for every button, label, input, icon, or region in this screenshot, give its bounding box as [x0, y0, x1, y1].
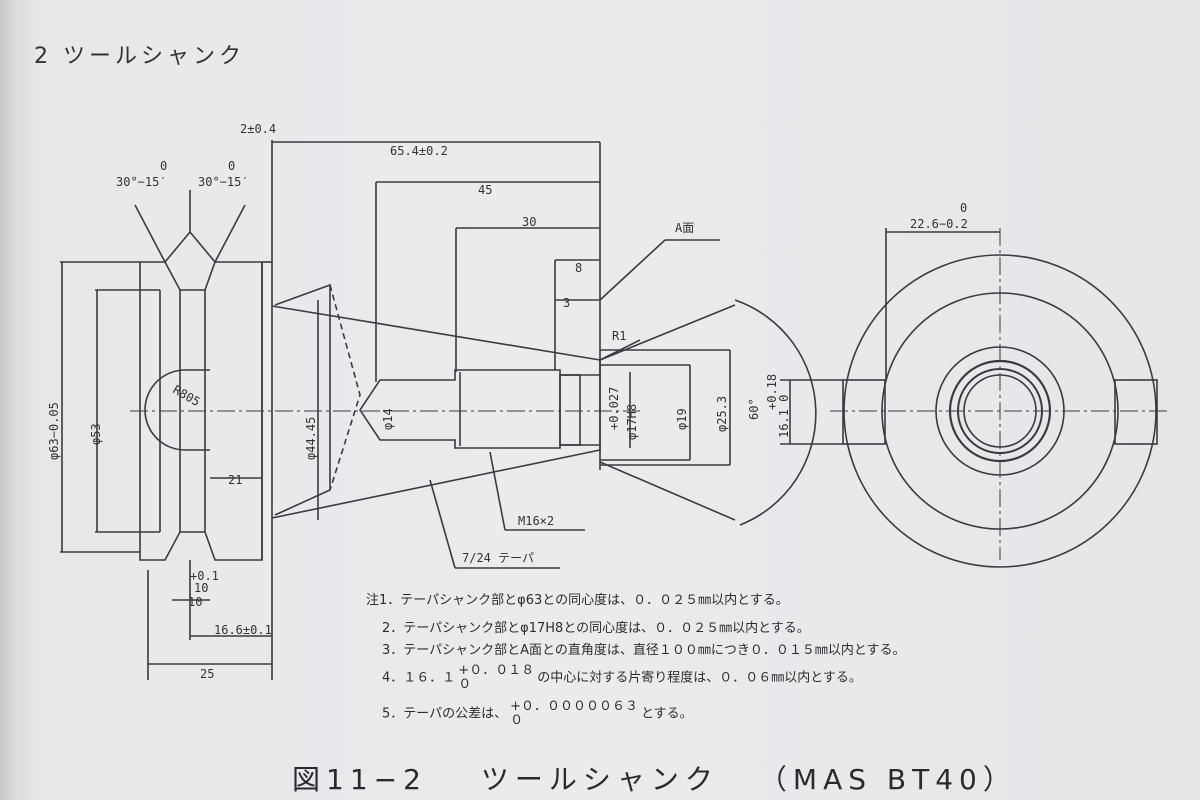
dim-21: 21 — [228, 473, 242, 487]
dim-10b: 10 — [188, 595, 202, 609]
angle-tol-left: 0 — [160, 159, 167, 173]
dim-r805: R805 — [171, 382, 203, 409]
figure-name: ツールシャンク — [480, 763, 719, 796]
r805-arc — [144, 369, 210, 451]
dim-01: +0.1 — [190, 569, 219, 583]
note-1: 注1．テーパシャンク部とφ63との同心度は、０．０２５㎜以内とする。 — [366, 593, 789, 608]
dim-22-6: 22.6−0.2 — [910, 217, 968, 231]
dim-65-4: 65.4±0.2 — [390, 144, 448, 158]
dim-16-1: 16.1 0 — [777, 395, 791, 438]
dim-45: 45 — [478, 183, 492, 197]
dim-8: 8 — [575, 261, 582, 275]
dim-phi-19: φ19 — [675, 408, 689, 430]
dim-10: 10 — [194, 581, 208, 595]
pull-stud-bore — [359, 369, 561, 449]
note-2: 2．テーパシャンク部とφ17H8との同心度は、０．０２５㎜以内とする。 — [382, 621, 810, 636]
label-a-face: A面 — [675, 221, 694, 235]
dim-25: 25 — [200, 667, 214, 681]
taper-outline — [271, 305, 601, 519]
dim-22-6-tol: 0 — [960, 201, 967, 215]
dim-phi-44: φ44.45 — [304, 417, 318, 460]
dim-r1: R1 — [612, 329, 626, 343]
dim-3: 3 — [563, 296, 570, 310]
figure-number: 図11−2 — [292, 763, 427, 796]
dim-30: 30 — [522, 215, 536, 229]
dim-phi-63: φ63−0.05 — [47, 402, 61, 460]
figure-caption: 図11−2 ツールシャンク （MAS BT40） — [292, 758, 1017, 798]
dim-phi-17h8: φ17H8 — [625, 404, 639, 440]
bore-outline — [274, 283, 331, 516]
dim-60deg: 60° — [747, 398, 761, 420]
section-title: 2 ツールシャンク — [34, 44, 245, 69]
label-taper: 7/24 テーパ — [462, 551, 534, 565]
dim-16-1-tol: +0.18 — [765, 374, 779, 410]
angle-tol-right: 0 — [228, 159, 235, 173]
end-view — [780, 228, 1170, 568]
dim-tol-0027: +0.027 — [607, 387, 621, 430]
label-m16: M16×2 — [518, 514, 554, 528]
dim-16-6: 16.6±0.1 — [214, 623, 272, 637]
angle-right: 30°−15′ — [198, 175, 249, 189]
dim-2: 2±0.4 — [240, 122, 276, 136]
v-groove — [164, 231, 216, 263]
angle-left: 30°−15′ — [116, 175, 167, 189]
note-3: 3．テーパシャンク部とA面との直角度は、直径１００㎜につき０．０１５㎜以内とする… — [382, 643, 906, 658]
dim-phi-14: φ14 — [381, 408, 395, 430]
dim-phi-25: φ25.3 — [715, 396, 729, 432]
dim-phi-53: φ53 — [89, 423, 103, 445]
figure-spec: （MAS BT40） — [758, 763, 1017, 796]
